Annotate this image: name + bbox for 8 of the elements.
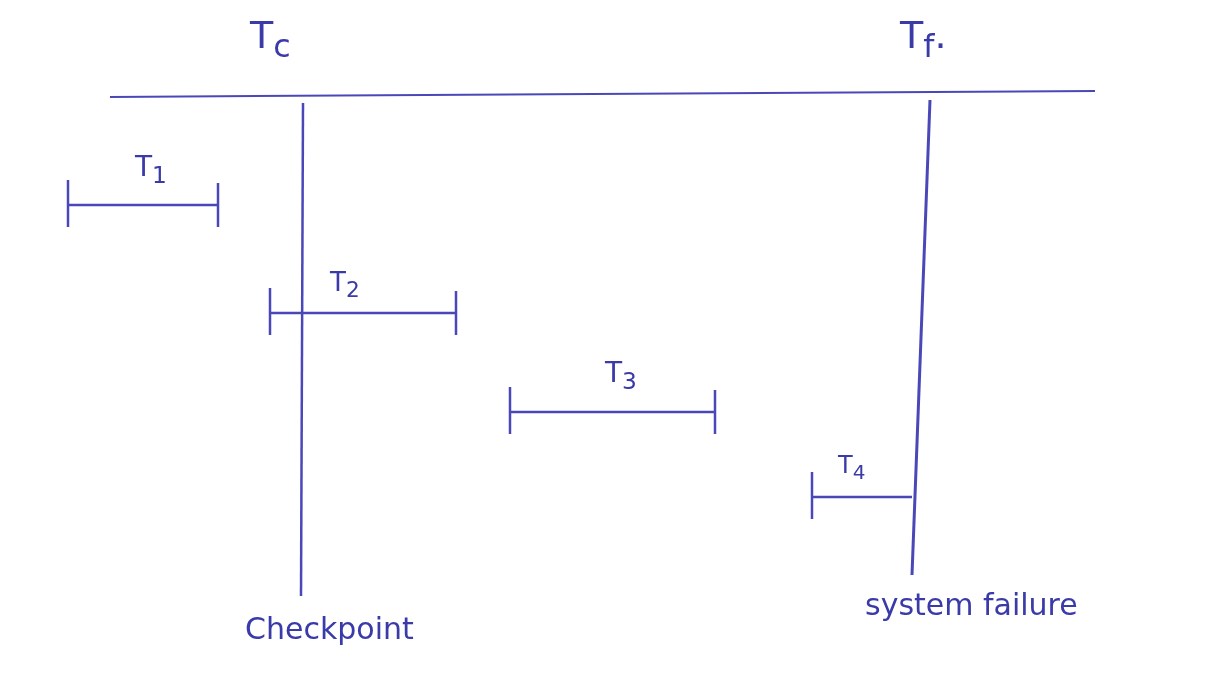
axis-caption: Checkpoint bbox=[245, 612, 414, 645]
time-label: T$_{c}$ bbox=[250, 15, 291, 64]
time-label: T$_{1}$ bbox=[135, 152, 167, 189]
time-label: T$_{3}$ bbox=[605, 358, 637, 395]
time-label: T$_{2}$ bbox=[330, 268, 360, 302]
time-label: T$_{4}$ bbox=[838, 452, 866, 483]
axis-caption: system failure bbox=[865, 588, 1078, 621]
time-label: T$_{f}$. bbox=[900, 15, 947, 64]
